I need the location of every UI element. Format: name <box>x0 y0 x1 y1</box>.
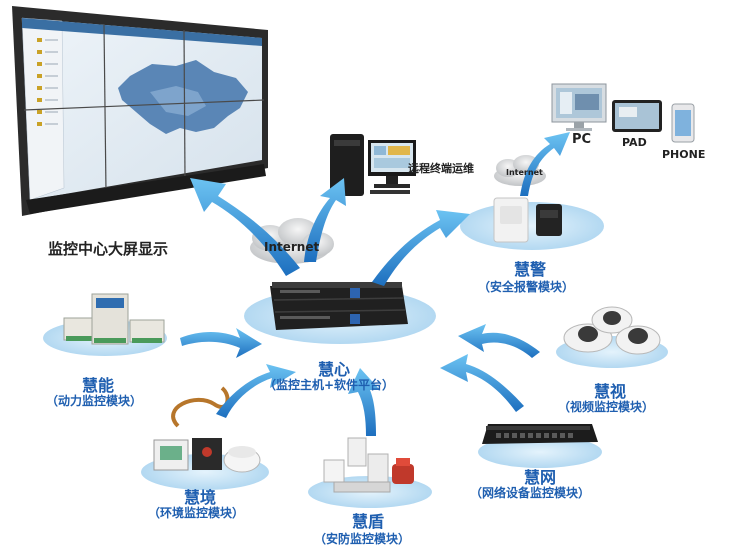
center-subtitle: （监控主机+软件平台） <box>264 378 395 392</box>
video-wall <box>12 6 268 216</box>
alarm-platform <box>460 202 604 250</box>
remote-pc <box>330 134 416 196</box>
env-title: 慧境 <box>184 488 217 507</box>
center-title: 慧心 <box>318 360 351 379</box>
pc-label: PC <box>572 132 592 147</box>
alarm-title: 慧警 <box>514 260 547 279</box>
network-subtitle: （网络设备监控模块） <box>470 486 591 500</box>
network-switch <box>482 424 598 444</box>
network-title: 慧网 <box>524 468 557 487</box>
monitor-host <box>270 282 408 330</box>
env-devices <box>153 386 261 473</box>
remote-terminal-label: 远程终端运维 <box>408 162 474 175</box>
alarm-devices <box>493 197 562 243</box>
env-subtitle: （环境监控模块） <box>148 506 245 520</box>
security-subtitle: （安防监控模块） <box>314 532 411 546</box>
internet-small-label: Internet <box>506 168 543 177</box>
security-devices <box>323 437 414 493</box>
phone-label: PHONE <box>662 148 706 161</box>
alarm-subtitle: （安全报警模块） <box>478 280 575 294</box>
security-title: 慧盾 <box>352 512 385 531</box>
pad-label: PAD <box>622 136 647 149</box>
big-screen-label: 监控中心大屏显示 <box>48 240 169 258</box>
video-title: 慧视 <box>594 382 627 401</box>
power-title: 慧能 <box>82 376 115 395</box>
camera-devices <box>563 306 661 355</box>
internet-label: Internet <box>264 240 320 254</box>
power-subtitle: （动力监控模块） <box>46 394 143 408</box>
client-devices <box>551 83 695 143</box>
network-platform <box>478 436 602 468</box>
video-subtitle: （视频监控模块） <box>558 400 655 414</box>
flow-arrows <box>180 132 570 436</box>
power-devices <box>63 293 165 345</box>
